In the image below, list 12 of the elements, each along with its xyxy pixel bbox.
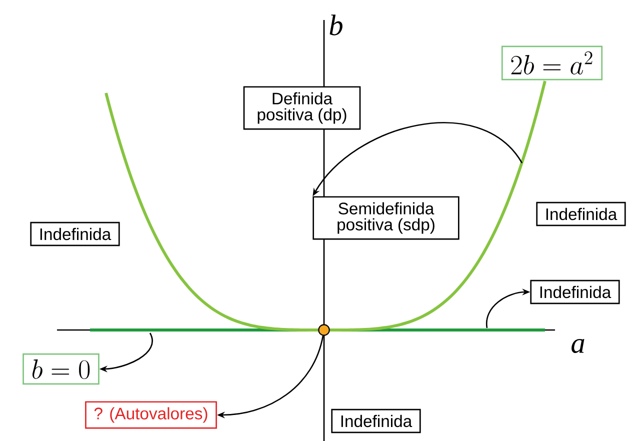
region-box: Indefinida <box>331 408 421 434</box>
axis-label: b <box>330 14 342 36</box>
axis-label: a <box>572 338 584 354</box>
point-marker <box>318 324 330 336</box>
region-box: Indefinida <box>30 222 120 246</box>
formula-box: $b = 0$ <box>22 353 100 385</box>
region-box: Definida positiva (dp) <box>243 86 361 130</box>
region-box: ? (Autovalores) <box>85 401 217 429</box>
region-box: Semidefinida positiva (sdp) <box>312 196 460 240</box>
region-box: Indefinida <box>530 280 620 304</box>
formula-box: $2 b = a^{2}$ <box>501 46 603 80</box>
region-box: Indefinida <box>536 202 626 226</box>
